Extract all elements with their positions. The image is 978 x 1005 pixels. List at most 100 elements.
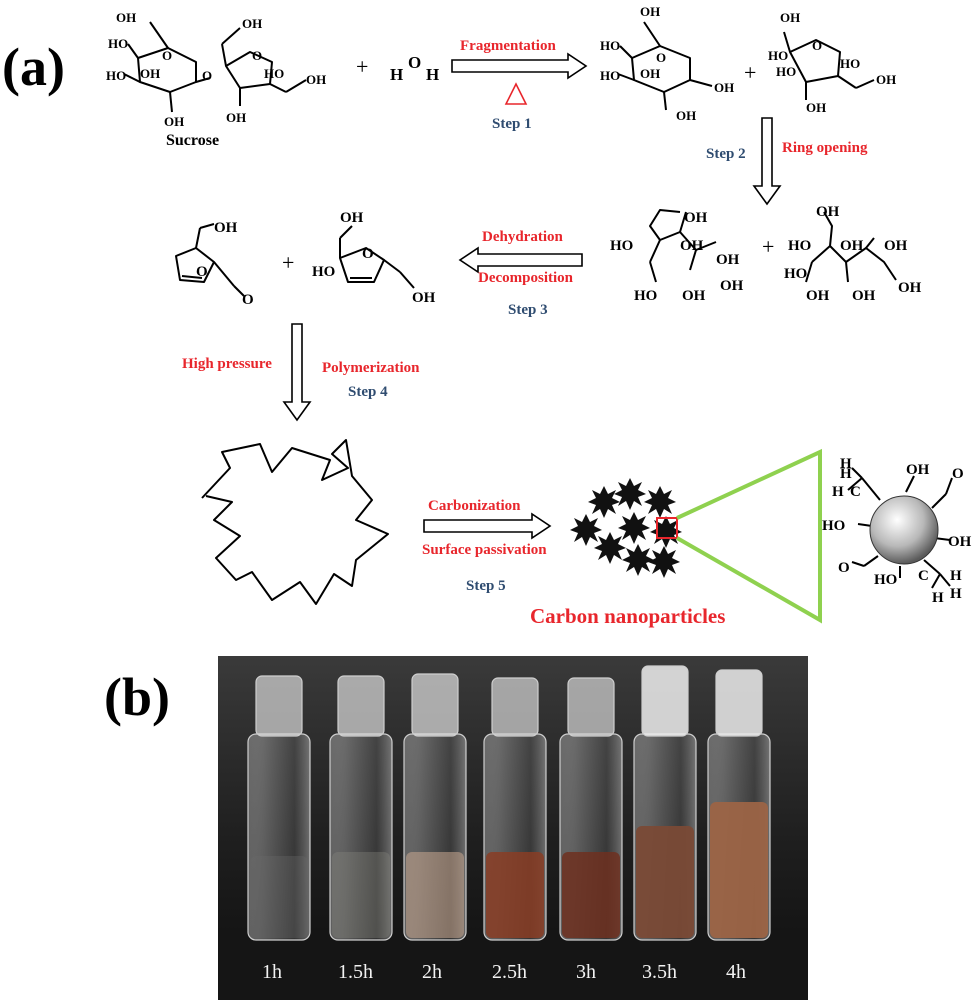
np-c-2: C: [918, 568, 929, 584]
step5-label: Step 5: [466, 578, 506, 594]
furan1-aldehyde-o: O: [242, 292, 254, 308]
np-aldehyde-o-2: O: [838, 560, 850, 576]
chain1-ho-1: HO: [610, 238, 633, 254]
furan2-o: O: [362, 246, 374, 262]
step3-label: Step 3: [508, 302, 548, 318]
carbon-dot-6: [594, 532, 626, 564]
glucose-oh-1: OH: [640, 4, 660, 19]
polymer-network: [201, 439, 389, 605]
sucrose-ho-2: HO: [106, 68, 126, 83]
vial-label-4: 2.5h: [492, 961, 527, 983]
carbon-dot-1: [588, 486, 620, 518]
glucose-oh-4: OH: [714, 80, 734, 95]
sucrose-oh-3: OH: [164, 114, 184, 129]
water-h1: H: [390, 65, 403, 84]
furan2-oh-2: OH: [412, 290, 436, 306]
carbon-dot-2: [614, 478, 646, 510]
vial-label-1: 1h: [262, 961, 282, 983]
chain1-oh-1: OH: [684, 210, 708, 226]
sucrose-fructose-ring: [225, 51, 273, 89]
chain1-oh-5: OH: [682, 288, 706, 304]
fructose-ho-3: HO: [840, 56, 860, 71]
carbon-dots: [570, 478, 682, 578]
furan2-ho: HO: [312, 264, 335, 280]
chain2-ho-2: HO: [784, 266, 807, 282]
fructose-ring: [789, 39, 841, 83]
arrow-step4: [282, 323, 312, 422]
sucrose-oh-1: OH: [116, 10, 136, 25]
vial-label-7: 4h: [726, 961, 746, 983]
fructose-ho-1: HO: [768, 48, 788, 63]
vial-label-5: 3h: [576, 961, 596, 983]
chain2-oh-5: OH: [852, 288, 876, 304]
furan1-oh: OH: [214, 220, 238, 236]
sucrose-ho-3: HO: [264, 66, 284, 81]
furan1-o: O: [196, 264, 208, 280]
arrow-step2: [752, 117, 782, 206]
sucrose-bridge-o: O: [202, 68, 212, 83]
sucrose-oh-2: OH: [140, 66, 160, 81]
chain1-oh-4: OH: [720, 278, 744, 294]
vials-illustration: [218, 656, 808, 1000]
step1-label: Step 1: [492, 116, 532, 132]
water-o: O: [408, 53, 421, 72]
np-h-2: H: [832, 484, 844, 500]
step3-process-top: Dehydration: [482, 229, 563, 245]
chain2-oh-2: OH: [840, 238, 864, 254]
sucrose-ring-o: O: [162, 48, 172, 63]
vials-photo: 1h 1.5h 2h 2.5h 3h 3.5h 4h: [218, 656, 808, 1000]
chain1-ho-2: HO: [634, 288, 657, 304]
glucose-ring-o: O: [656, 50, 666, 65]
carbon-dot-5: [618, 512, 650, 544]
np-h-3: H: [840, 466, 852, 482]
plus-3: +: [762, 234, 774, 259]
fructose-oh-3: OH: [876, 72, 896, 87]
plus-4: +: [282, 250, 294, 275]
glucose-oh-2: OH: [640, 66, 660, 81]
np-ho-1: HO: [822, 518, 845, 534]
carbon-dot-8: [648, 546, 680, 578]
chain2-ho-1: HO: [788, 238, 811, 254]
np-h-4: H: [950, 568, 962, 584]
arrow-step5: [423, 512, 552, 540]
step3-process-bottom: Decomposition: [478, 270, 573, 286]
fructose-ring-o: O: [812, 38, 822, 53]
step1-process: Fragmentation: [460, 38, 556, 54]
plus-1: +: [356, 54, 368, 79]
np-oh-2: OH: [948, 534, 972, 550]
furan-molecule-2: [339, 247, 385, 283]
product-label: Carbon nanoparticles: [530, 604, 726, 628]
furan-molecule-1: [175, 247, 215, 283]
panel-label-b: (b): [104, 667, 170, 727]
carbon-dot-4: [570, 514, 602, 546]
np-h-6: H: [950, 586, 962, 602]
step5-process-top: Carbonization: [428, 498, 521, 514]
sucrose-oh-6: OH: [306, 72, 326, 87]
step4-process-left: High pressure: [182, 356, 272, 372]
step5-process-bottom: Surface passivation: [422, 542, 547, 558]
zoom-box: [656, 517, 678, 539]
np-oh-1: OH: [906, 462, 930, 478]
plus-2: +: [744, 60, 756, 85]
np-h-5: H: [932, 590, 944, 606]
fructose-oh-2: OH: [806, 100, 826, 115]
fructose-oh-1: OH: [780, 10, 800, 25]
step2-label: Step 2: [706, 146, 746, 162]
vial-label-6: 3.5h: [642, 961, 677, 983]
chain1-oh-2: OH: [680, 238, 704, 254]
step2-process: Ring opening: [782, 140, 868, 156]
glucose-ho-2: HO: [600, 68, 620, 83]
sucrose-label: Sucrose: [166, 132, 220, 149]
fructose-ho-2: HO: [776, 64, 796, 79]
carbon-dot-3: [644, 486, 676, 518]
sucrose-ho-1: HO: [108, 36, 128, 51]
step4-label: Step 4: [348, 384, 388, 400]
np-ho-2: HO: [874, 572, 897, 588]
chain2-oh-3: OH: [884, 238, 908, 254]
sucrose-ring-o2: O: [252, 48, 262, 63]
panel-label-a: (a): [2, 37, 65, 97]
arrow-step3: [458, 246, 583, 274]
heat-triangle-icon: [504, 82, 528, 105]
carbon-dot-7: [622, 544, 654, 576]
chain1-oh-3: OH: [716, 252, 740, 268]
